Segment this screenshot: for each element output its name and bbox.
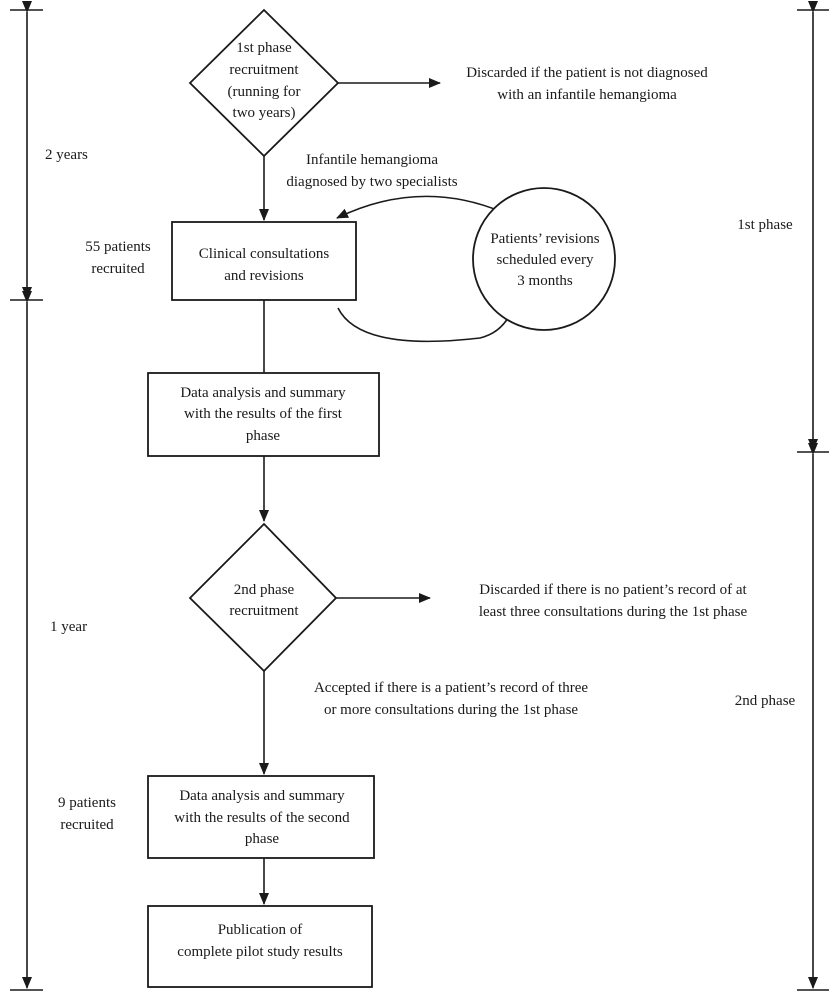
node-text: two years) [233, 105, 296, 121]
arrow-consult-to-revisions [337, 304, 516, 343]
cycle-circle [472, 187, 616, 331]
recruited-count: 9 patients [58, 795, 116, 811]
node-text: recruitment [229, 603, 299, 619]
node-text: and revisions [224, 268, 304, 284]
edge-text: least three consultations during the 1st… [479, 604, 748, 620]
node-text: recruitment [229, 62, 299, 78]
phase-label-2nd: 2nd phase [735, 693, 796, 709]
node-text: (running for [228, 84, 301, 100]
node-text: 3 months [517, 273, 573, 289]
process-analysis-phase2: Data analysis and summary with the resul… [147, 775, 375, 859]
decision-diamond [188, 522, 338, 673]
edge-label-diagnosed: Infantile hemangioma diagnosed by two sp… [286, 152, 457, 190]
recruited-word: recruited [91, 261, 145, 277]
left-timeline: 2 years 1 year [10, 1, 88, 991]
decision-phase1-recruitment: 1st phase recruitment (running for two y… [188, 8, 340, 158]
edge-text: Discarded if there is no patient’s recor… [479, 582, 747, 598]
period-label-2-years: 2 years [45, 147, 88, 163]
right-timeline: 1st phase 2nd phase [735, 1, 829, 991]
edge-text: or more consultations during the 1st pha… [324, 702, 578, 718]
recruited-note-1: 55 patients recruited [85, 239, 151, 277]
node-text: Data analysis and summary [179, 788, 345, 804]
node-text: Clinical consultations [199, 246, 330, 262]
process-box [147, 905, 373, 988]
node-text: phase [246, 428, 280, 444]
process-box [147, 775, 375, 859]
node-text: 1st phase [236, 40, 292, 56]
recruited-count: 55 patients [85, 239, 151, 255]
recruited-word: recruited [60, 817, 114, 833]
node-text: complete pilot study results [177, 944, 343, 960]
node-text: Patients’ revisions [490, 231, 599, 247]
connectors [259, 78, 516, 905]
period-label-1-year: 1 year [50, 619, 87, 635]
process-box [171, 221, 357, 301]
edge-label-accepted: Accepted if there is a patient’s record … [314, 680, 588, 718]
process-clinical-consultations: Clinical consultations and revisions [171, 221, 357, 301]
arrow-revisions-back [336, 195, 503, 219]
edge-text: diagnosed by two specialists [286, 174, 457, 190]
node-text: with the results of the first [184, 406, 343, 422]
process-box [147, 372, 380, 457]
edge-text: Discarded if the patient is not diagnose… [466, 65, 708, 81]
recruited-note-2: 9 patients recruited [58, 795, 116, 833]
node-text: Publication of [218, 922, 303, 938]
node-text: 2nd phase [234, 582, 295, 598]
edge-label-discard-2: Discarded if there is no patient’s recor… [479, 582, 748, 620]
node-text: Data analysis and summary [180, 385, 346, 401]
edge-text: with an infantile hemangioma [497, 87, 677, 103]
decision-diamond [188, 8, 340, 158]
process-publication: Publication of complete pilot study resu… [147, 905, 373, 988]
edge-text: Accepted if there is a patient’s record … [314, 680, 588, 696]
process-analysis-phase1: Data analysis and summary with the resul… [147, 372, 380, 457]
edge-label-discard-1: Discarded if the patient is not diagnose… [466, 65, 708, 103]
phase-label-1st: 1st phase [737, 217, 793, 233]
node-text: scheduled every [496, 252, 594, 268]
node-text: with the results of the second [174, 810, 350, 826]
node-text: phase [245, 831, 279, 847]
edge-text: Infantile hemangioma [306, 152, 438, 168]
cycle-patient-revisions: Patients’ revisions scheduled every 3 mo… [472, 187, 616, 331]
decision-phase2-recruitment: 2nd phase recruitment [188, 522, 338, 673]
